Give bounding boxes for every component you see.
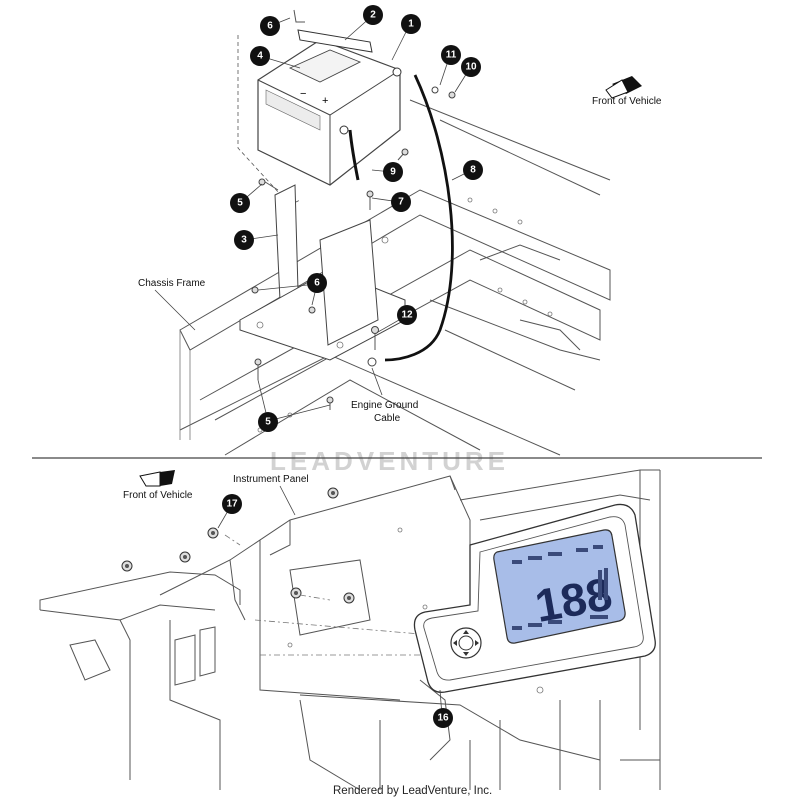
svg-text:9: 9 — [390, 167, 396, 178]
instrument-panel-label: Instrument Panel — [233, 474, 309, 485]
callout-1: 1 — [401, 14, 421, 34]
lower-diagram: 188 Front of Vehicle Instrument Panel — [39, 469, 661, 791]
svg-text:7: 7 — [398, 197, 404, 208]
display-segments — [512, 545, 608, 630]
engine-ground-cable — [384, 74, 454, 362]
callout-2: 2 — [363, 5, 383, 25]
front-of-vehicle-label-upper: Front of Vehicle — [592, 96, 662, 107]
callout-5-top: 5 — [230, 193, 250, 213]
bolts — [251, 86, 456, 410]
svg-text:5: 5 — [237, 198, 243, 209]
callout-6-mid: 6 — [307, 273, 327, 293]
svg-text:8: 8 — [470, 165, 476, 176]
hold-down-outline — [237, 35, 301, 206]
engine-ground-label-line1: Engine Ground — [351, 400, 418, 411]
chassis-frame-label: Chassis Frame — [138, 278, 206, 289]
callout-17: 17 — [222, 494, 242, 514]
screws — [121, 487, 355, 604]
leader-lines-lower — [217, 485, 443, 717]
svg-text:16: 16 — [437, 713, 449, 724]
alignment-lines — [224, 534, 421, 656]
svg-text:6: 6 — [314, 278, 320, 289]
callout-4: 4 — [250, 46, 270, 66]
positive-cable — [348, 129, 360, 181]
svg-text:1: 1 — [408, 19, 414, 30]
svg-text:12: 12 — [401, 310, 413, 321]
footer-credit: Rendered by LeadVenture, Inc. — [333, 785, 492, 797]
battery-plus-mark: + — [322, 95, 328, 107]
callout-6-top: 6 — [260, 16, 280, 36]
callout-12: 12 — [397, 305, 417, 325]
callout-5-bottom: 5 — [258, 412, 278, 432]
upper-diagram: LEADVENTURE — [138, 5, 662, 476]
svg-text:2: 2 — [370, 10, 376, 21]
callout-11: 11 — [441, 45, 461, 65]
battery: − + — [257, 9, 402, 186]
instrument-cluster: 188 — [413, 503, 656, 693]
svg-text:5: 5 — [265, 417, 271, 428]
svg-text:17: 17 — [226, 499, 238, 510]
chassis-frame — [179, 99, 611, 456]
front-arrow-icon-lower — [139, 470, 175, 487]
callout-7: 7 — [391, 192, 411, 212]
callout-8: 8 — [463, 160, 483, 180]
battery-tray-bracket — [239, 184, 406, 361]
callout-16: 16 — [433, 708, 453, 728]
callout-10: 10 — [461, 57, 481, 77]
callout-9: 9 — [383, 162, 403, 182]
front-arrow-icon — [605, 76, 642, 99]
battery-minus-mark: − — [300, 88, 306, 100]
callout-3: 3 — [234, 230, 254, 250]
front-of-vehicle-label-lower: Front of Vehicle — [123, 490, 193, 501]
engine-ground-label-line2: Cable — [374, 413, 401, 424]
svg-text:10: 10 — [465, 62, 477, 73]
svg-text:3: 3 — [241, 235, 247, 246]
svg-text:11: 11 — [446, 50, 457, 61]
watermark: LEADVENTURE — [270, 446, 509, 476]
svg-text:6: 6 — [267, 21, 273, 32]
svg-text:4: 4 — [257, 51, 263, 62]
lcd-display — [493, 529, 626, 644]
